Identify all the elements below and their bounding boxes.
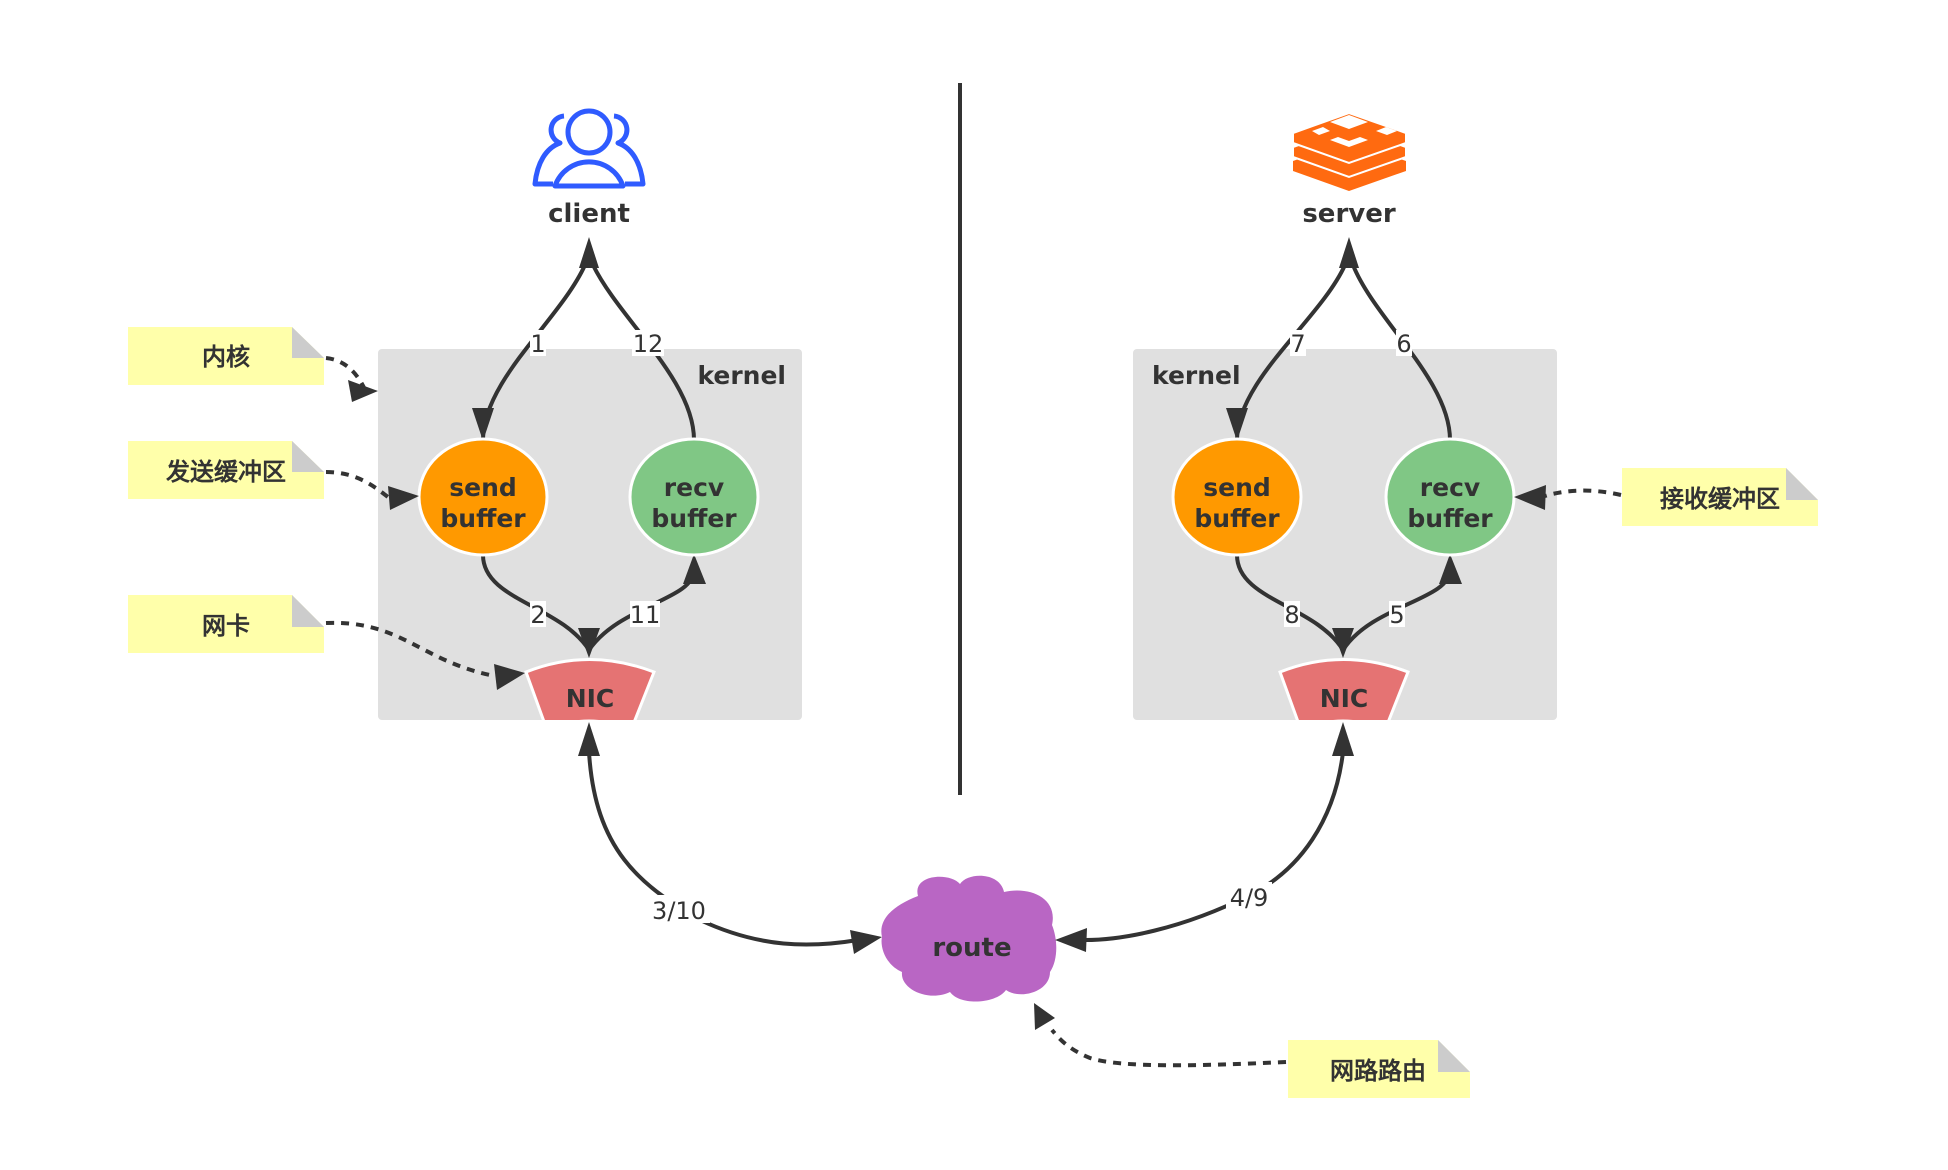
server-label: server	[1302, 199, 1396, 229]
note-send-buffer[interactable]: 发送缓冲区	[128, 441, 324, 499]
server-node[interactable]: server	[1292, 111, 1407, 229]
note-fold	[1438, 1040, 1470, 1072]
note-body	[1288, 1040, 1470, 1098]
users-icon	[532, 108, 646, 189]
label-bg	[1389, 601, 1405, 627]
arrowhead-to-route-left	[850, 930, 882, 954]
note-body	[128, 441, 324, 499]
note-nic-text: 网卡	[202, 612, 250, 640]
dashed-connector-send-buffer	[325, 470, 394, 502]
edge-label-5: 5	[1389, 601, 1404, 629]
note-body	[128, 327, 324, 385]
arrowhead-to-nic-left	[578, 628, 600, 658]
nic-right-shape	[1278, 658, 1410, 720]
edge-route-server-nic	[1084, 751, 1345, 942]
note-kernel-text: 内核	[202, 343, 250, 371]
dashed-connector-nic	[325, 620, 491, 677]
arrowhead-note-kernel	[348, 380, 378, 402]
client-node[interactable]: client	[532, 108, 646, 229]
note-body	[128, 595, 324, 653]
arrowhead-to-server	[1339, 237, 1359, 268]
arrowhead-to-send-left	[472, 408, 494, 441]
label-bg	[530, 601, 546, 627]
edge-label-12: 12	[633, 330, 664, 358]
arrowhead-note-nic	[494, 664, 525, 690]
edge-label-1: 1	[530, 330, 545, 358]
nic-left-label: NIC	[566, 684, 615, 713]
note-nic[interactable]: 网卡	[128, 595, 324, 653]
send-buffer-left[interactable]: send buffer	[417, 437, 549, 557]
send-buffer-right[interactable]: send buffer	[1171, 437, 1303, 557]
note-recv-buffer[interactable]: 接收缓冲区	[1622, 468, 1818, 526]
edge-label-7: 7	[1290, 330, 1305, 358]
recv-buffer-right-line2: buffer	[1407, 504, 1493, 533]
edge-label-4-9: 4/9	[1230, 884, 1269, 912]
send-buffer-right-line1: send	[1203, 473, 1271, 502]
send-buffer-left-line1: send	[449, 473, 517, 502]
note-fold	[292, 327, 324, 358]
cloud-icon	[881, 875, 1057, 1002]
note-recv-buffer-text: 接收缓冲区	[1660, 485, 1780, 513]
arrowhead-to-recv-left	[683, 554, 706, 584]
recv-buffer-left-line2: buffer	[651, 504, 737, 533]
recv-buffer-left-line1: recv	[664, 473, 724, 502]
nic-right[interactable]: NIC	[1278, 658, 1410, 731]
dashed-connector-recv-buffer	[1544, 488, 1622, 498]
dashed-connector-route	[1050, 1028, 1287, 1068]
recv-buffer-right[interactable]: recv buffer	[1384, 437, 1516, 557]
edge-label-8: 8	[1284, 601, 1299, 629]
arrowhead-to-client	[579, 237, 599, 268]
route-label: route	[932, 933, 1011, 963]
note-send-buffer-text: 发送缓冲区	[165, 458, 286, 486]
arrowhead-to-nic-right-bottom	[1332, 722, 1354, 756]
note-route-text: 网路路由	[1330, 1057, 1426, 1085]
label-bg	[530, 330, 546, 356]
recv-buffer-right-line1: recv	[1420, 473, 1480, 502]
arrowhead-to-nic-right	[1332, 628, 1354, 658]
note-fold	[292, 441, 324, 472]
arrowhead-note-send-buffer	[388, 486, 419, 510]
arrowhead-to-nic-left-bottom	[578, 722, 600, 756]
edge-client-nic-route	[587, 751, 859, 947]
send-buffer-left-line2: buffer	[440, 504, 526, 533]
edge-send-to-nic-left	[481, 554, 591, 652]
right-kernel-label: kernel	[1152, 361, 1241, 390]
send-buffer-left-shape	[417, 437, 549, 557]
label-bg	[648, 895, 710, 923]
route-node[interactable]: route	[881, 875, 1057, 1002]
recv-buffer-left[interactable]: recv buffer	[628, 437, 760, 557]
arrowhead-note-route	[1034, 1003, 1055, 1030]
edge-send-to-nic-right	[1235, 554, 1345, 652]
label-bg	[1290, 330, 1306, 356]
note-kernel[interactable]: 内核	[128, 327, 324, 385]
label-bg	[1396, 330, 1412, 356]
nic-left-shape	[524, 658, 656, 720]
edge-label-3-10: 3/10	[652, 897, 706, 925]
edge-label-2: 2	[530, 601, 545, 629]
label-bg	[1226, 882, 1272, 910]
send-buffer-right-shape	[1171, 437, 1303, 557]
edge-label-6: 6	[1396, 330, 1411, 358]
label-bg	[630, 601, 660, 627]
arrowhead-to-send-right	[1226, 408, 1248, 441]
arrowhead-to-recv-right	[1439, 554, 1462, 584]
note-route[interactable]: 网路路由	[1288, 1040, 1470, 1098]
note-fold	[292, 595, 324, 627]
left-kernel-label: kernel	[697, 361, 786, 390]
client-label: client	[548, 199, 630, 229]
divider-line	[958, 83, 962, 795]
note-body	[1622, 468, 1818, 526]
recv-buffer-left-shape	[628, 437, 760, 557]
arrowhead-to-route-right	[1055, 928, 1087, 952]
edge-label-11: 11	[630, 601, 661, 629]
note-fold	[1786, 468, 1818, 500]
label-bg	[632, 330, 664, 356]
nic-right-label: NIC	[1320, 684, 1369, 713]
stack-layers-icon	[1292, 111, 1407, 191]
nic-left[interactable]: NIC	[524, 658, 656, 731]
send-buffer-right-line2: buffer	[1194, 504, 1280, 533]
label-bg	[1284, 601, 1300, 627]
arrowhead-note-recv-buffer	[1514, 485, 1546, 510]
